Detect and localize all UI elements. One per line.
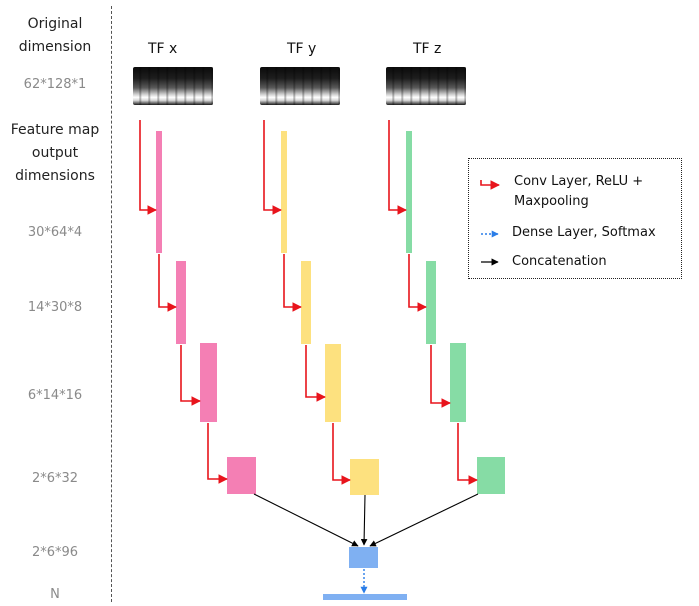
column-title-y: TF y xyxy=(287,41,317,57)
legend-dense-label: Dense Layer, Softmax xyxy=(512,225,656,240)
concat-arrow-y xyxy=(360,494,368,546)
output-layer xyxy=(323,594,407,600)
dim-level-6: N xyxy=(50,587,60,602)
conv-arrow-z-4 xyxy=(457,423,478,485)
feature-map-z-4 xyxy=(477,457,505,494)
feature-map-label: Feature map output dimensions xyxy=(10,122,100,184)
conv-arrow-y-4 xyxy=(332,423,351,485)
feature-map-y-1 xyxy=(281,131,287,253)
feature-map-x-3 xyxy=(200,343,217,422)
feature-map-z-2 xyxy=(426,261,436,344)
dim-level-2: 14*30*8 xyxy=(27,300,83,315)
conv-arrow-x-2 xyxy=(158,254,177,312)
conv-arrow-x-3 xyxy=(180,345,201,406)
feature-map-y-2 xyxy=(301,261,311,344)
conv-arrow-y-3 xyxy=(305,345,326,402)
conv-arrow-z-3 xyxy=(430,345,451,408)
spectrogram-image-x xyxy=(133,67,213,105)
feature-map-y-3 xyxy=(325,344,341,422)
original-dimension-label: Original dimension xyxy=(18,16,92,55)
concat-arrow-z xyxy=(369,493,479,547)
dim-level-3: 6*14*16 xyxy=(27,388,83,403)
column-title-x: TF x xyxy=(148,41,178,57)
feature-map-x-2 xyxy=(176,261,186,344)
conv-arrow-y-2 xyxy=(283,254,302,312)
legend-concat-label: Concatenation xyxy=(512,254,607,269)
conv-arrow-z-2 xyxy=(408,254,427,312)
conv-arrow-x-4 xyxy=(207,423,228,484)
feature-map-x-4 xyxy=(227,457,256,494)
column-title-z: TF z xyxy=(413,41,442,57)
concat-arrow-x xyxy=(253,493,359,547)
concatenated-feature-map xyxy=(349,547,378,568)
conv-arrow-y-1 xyxy=(263,120,282,215)
legend-box xyxy=(468,158,682,279)
feature-map-y-4 xyxy=(350,459,379,495)
dim-level-1: 30*64*4 xyxy=(27,225,83,240)
legend-conv-arrow xyxy=(480,180,500,190)
conv-arrow-z-1 xyxy=(388,120,407,215)
dim-level-4: 2*6*32 xyxy=(31,471,79,486)
dim-level-5: 2*6*96 xyxy=(31,545,79,560)
spectrogram-image-y xyxy=(260,67,340,105)
feature-map-z-1 xyxy=(406,131,412,253)
conv-arrow-x-1 xyxy=(139,120,157,215)
feature-map-x-1 xyxy=(156,131,162,253)
legend-conv-label: Conv Layer, ReLU + Maxpooling xyxy=(514,174,644,209)
feature-map-z-3 xyxy=(450,343,466,422)
column-divider xyxy=(111,6,112,602)
spectrogram-image-z xyxy=(386,67,466,105)
original-dim-value: 62*128*1 xyxy=(23,77,87,92)
